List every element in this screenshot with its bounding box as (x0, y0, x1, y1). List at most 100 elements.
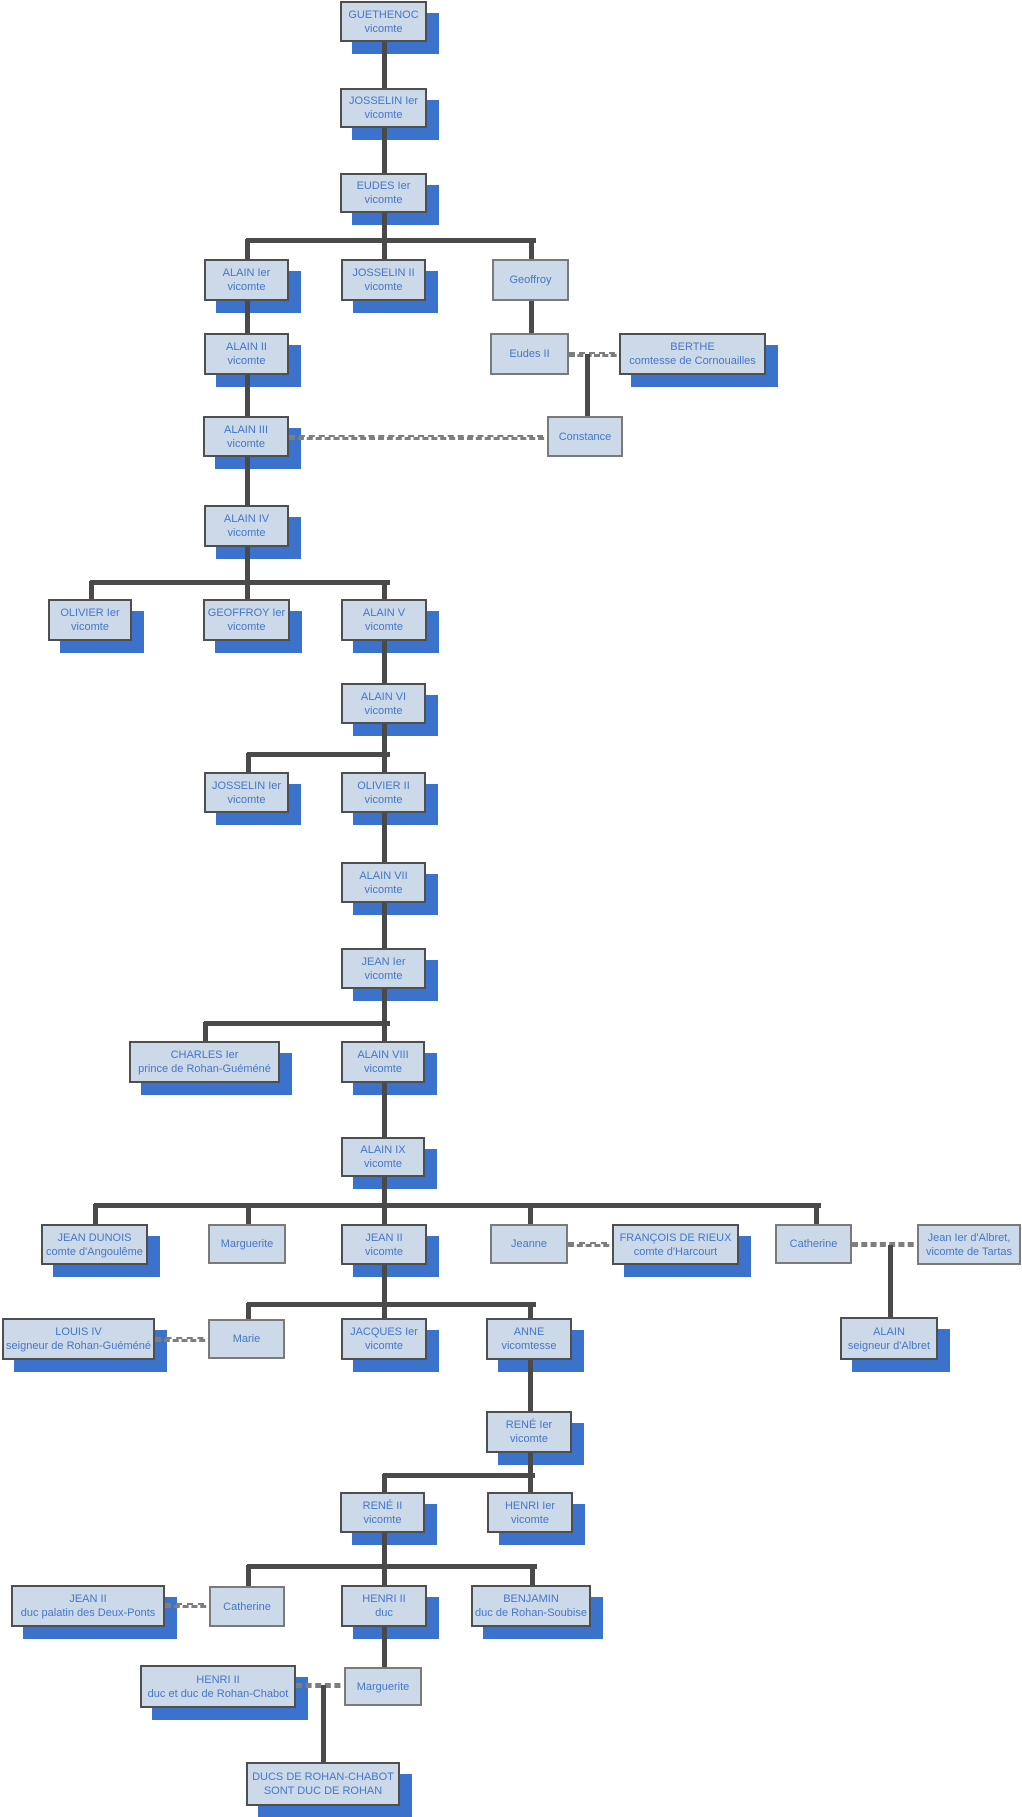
person-title: vicomte (364, 1063, 402, 1075)
tree-node-eudes-2: Eudes II (490, 333, 569, 375)
descent-connector-line (382, 128, 387, 179)
person-name: RENÉ Ier (505, 1419, 553, 1431)
descent-connector-line (382, 813, 387, 868)
person-title: duc palatin des Deux-Ponts (20, 1607, 156, 1619)
descent-connector-line (888, 1245, 893, 1323)
descent-connector-line (382, 903, 387, 954)
person-name: JEAN DUNOIS (57, 1231, 132, 1244)
person-name: JEAN II (365, 1231, 403, 1244)
person-title: vicomtesse (501, 1340, 557, 1352)
marriage-connector-line (155, 1337, 214, 1342)
person-name: Jean Ier d'Albret, (927, 1231, 1011, 1244)
person-name: HENRI II (196, 1673, 240, 1686)
person-name: FRANÇOIS DE RIEUX (619, 1231, 732, 1244)
person-name: LOUIS IV (55, 1326, 102, 1338)
descent-connector-line (247, 1564, 537, 1569)
person-name: ALAIN II (226, 341, 267, 353)
person-name: ALAIN IX (360, 1144, 406, 1156)
person-title: vicomte (71, 621, 109, 633)
tree-node-charles-1: CHARLES Ier prince de Rohan-Guéméné (129, 1041, 280, 1083)
tree-node-louis-4: LOUIS IV seigneur de Rohan-Guéméné (2, 1318, 155, 1360)
person-title: vicomte (365, 1245, 403, 1258)
person-name: ALAIN IV (223, 513, 270, 525)
person-name: Marie (232, 1333, 261, 1345)
tree-node-jean-2-palatin: JEAN II duc palatin des Deux-Ponts (11, 1585, 165, 1627)
person-name: Geoffroy (509, 274, 552, 286)
tree-node-jeanne: Jeanne (490, 1224, 568, 1264)
tree-node-catherine-2: Catherine (209, 1586, 285, 1627)
person-name: OLIVIER Ier (60, 607, 120, 619)
person-title: vicomte de Tartas (925, 1245, 1012, 1258)
person-title: vicomte (364, 109, 403, 121)
tree-node-marguerite-2: Marguerite (344, 1667, 422, 1706)
person-name: ALAIN III (223, 423, 269, 436)
descent-connector-line (528, 1360, 533, 1417)
descent-connector-line (247, 1302, 536, 1307)
tree-node-marie: Marie (208, 1319, 285, 1359)
person-name: Eudes II (509, 348, 550, 360)
person-name: Marguerite (220, 1238, 274, 1250)
person-title: vicomte (365, 621, 403, 633)
person-title: prince de Rohan-Guéméné (138, 1063, 271, 1075)
person-name: ALAIN (873, 1325, 905, 1338)
person-name: ALAIN VI (360, 690, 407, 703)
person-name: Catherine (223, 1600, 271, 1613)
person-name: GUETHENOC (348, 8, 419, 21)
person-title: duc et duc de Rohan-Chabot (147, 1687, 289, 1700)
person-title: vicomte (364, 281, 403, 293)
person-title: seigneur d'Albret (847, 1339, 931, 1352)
person-name: JEAN II (69, 1593, 107, 1605)
person-name: ALAIN VII (359, 869, 408, 882)
person-title: duc (375, 1607, 393, 1619)
person-name: CHARLES Ier (170, 1049, 239, 1061)
person-name: Jeanne (510, 1238, 548, 1250)
person-title: vicomte (364, 883, 403, 896)
marriage-connector-line (289, 435, 553, 440)
person-name: JACQUES Ier (350, 1326, 418, 1338)
descent-connector-line (245, 457, 250, 511)
person-name: Catherine (789, 1238, 838, 1250)
person-title: vicomte (364, 793, 403, 806)
marriage-connector-line (568, 1242, 618, 1247)
person-title: vicomte (510, 1433, 548, 1445)
descent-connector-line (321, 1685, 326, 1768)
person-name: HENRI Ier (504, 1499, 556, 1512)
person-title: vicomte (364, 704, 403, 717)
tree-node-geoffroy: Geoffroy (492, 259, 569, 301)
descent-connector-line (383, 1473, 535, 1478)
tree-node-olivier-1: OLIVIER Ier vicomte (48, 599, 132, 641)
person-title: SONT DUC DE ROHAN (263, 1785, 383, 1797)
person-name: JEAN Ier (361, 955, 406, 968)
person-name: EUDES Ier (356, 180, 411, 192)
descent-connector-line (247, 752, 390, 757)
person-title: vicomte (364, 969, 403, 982)
marriage-connector-line (569, 352, 625, 357)
descent-connector-line (382, 42, 387, 94)
descent-connector-line (94, 1203, 821, 1208)
person-title: comte d'Harcourt (633, 1245, 718, 1258)
descent-connector-line (246, 238, 536, 243)
tree-node-catherine-1: Catherine (775, 1224, 852, 1264)
person-title: seigneur de Rohan-Guéméné (6, 1340, 151, 1352)
